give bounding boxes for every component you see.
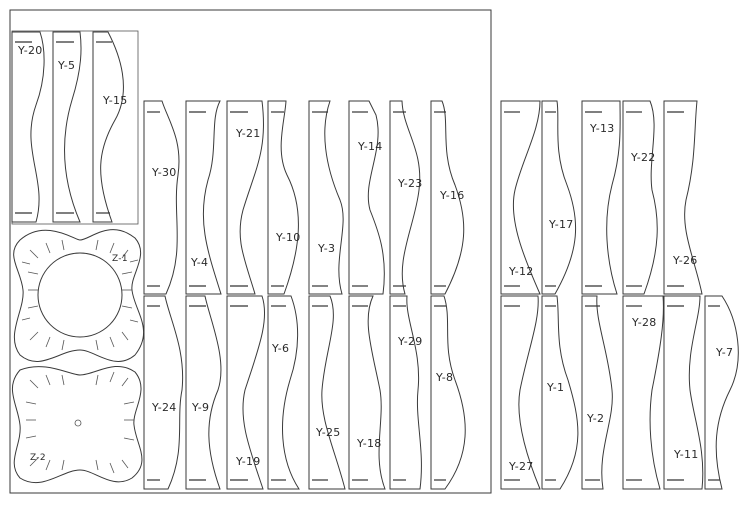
piece-y25: Y-25 [308,295,346,490]
label-y3: Y-3 [317,242,335,255]
piece-y30: Y-30 [143,100,180,295]
label-y1: Y-1 [546,381,564,394]
label-y21: Y-21 [235,127,261,140]
sheet-border [9,9,492,494]
piece-y2: Y-2 [581,295,613,490]
piece-y11: Y-11 [663,295,704,490]
label-z2: Z-2 [30,453,46,463]
label-y30: Y-30 [151,166,177,179]
piece-y26: Y-26 [663,100,703,295]
label-y10: Y-10 [275,231,301,244]
label-y4: Y-4 [190,256,208,269]
label-y14: Y-14 [357,140,383,153]
label-z1: Z-1 [112,254,128,264]
piece-y4: Y-4 [185,100,222,295]
piece-y1: Y-1 [541,295,579,490]
label-y11: Y-11 [673,448,699,461]
label-y5: Y-5 [57,59,75,72]
label-y22: Y-22 [630,151,656,164]
piece-y12: Y-12 [500,100,541,295]
piece-y21: Y-21 [226,100,265,295]
label-y26: Y-26 [672,254,698,267]
piece-y18: Y-18 [348,295,386,490]
piece-y27: Y-27 [500,295,541,490]
piece-y22: Y-22 [622,100,658,295]
piece-y8: Y-8 [430,295,466,490]
piece-y15: Y-15 [92,31,128,223]
label-y8: Y-8 [435,371,453,384]
label-y25: Y-25 [315,426,341,439]
piece-y24: Y-24 [143,295,184,490]
piece-y17: Y-17 [541,100,577,295]
piece-y23: Y-23 [389,100,423,295]
label-y23: Y-23 [397,177,423,190]
piece-y19: Y-19 [226,295,266,490]
label-y16: Y-16 [439,189,465,202]
piece-y3: Y-3 [308,100,344,295]
ring-z2: Z-2 [11,366,143,484]
label-y24: Y-24 [151,401,177,414]
label-y9: Y-9 [191,401,209,414]
label-y28: Y-28 [631,316,657,329]
label-y6: Y-6 [271,342,289,355]
piece-y5: Y-5 [52,31,82,223]
piece-y16: Y-16 [430,100,465,295]
piece-y7: Y-7 [704,295,739,490]
piece-y9: Y-9 [185,295,222,490]
label-y12: Y-12 [508,265,534,278]
label-y20: Y-20 [17,44,43,57]
label-y19: Y-19 [235,455,261,468]
label-y27: Y-27 [508,460,534,473]
label-y7: Y-7 [715,346,733,359]
piece-y13: Y-13 [581,100,621,295]
piece-y6: Y-6 [267,295,300,490]
label-y17: Y-17 [548,218,574,231]
piece-y20: Y-20 [11,31,45,223]
label-y13: Y-13 [589,122,615,135]
piece-y14: Y-14 [348,100,385,295]
label-y15: Y-15 [102,94,128,107]
label-y18: Y-18 [356,437,382,450]
piece-y10: Y-10 [267,100,301,295]
label-y2: Y-2 [586,412,604,425]
piece-y28: Y-28 [622,295,664,490]
piece-y29: Y-29 [389,295,423,490]
ring-z1: Z-1 [13,229,145,362]
label-y29: Y-29 [397,335,423,348]
